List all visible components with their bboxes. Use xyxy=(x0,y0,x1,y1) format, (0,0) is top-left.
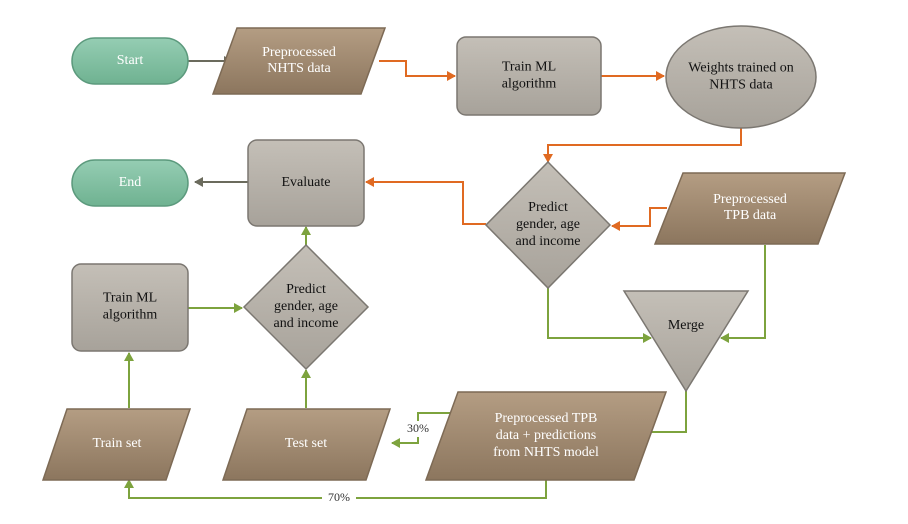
label-line: and income xyxy=(516,234,581,249)
test-set-node[interactable]: Test set xyxy=(221,408,392,481)
split-test-label-bg xyxy=(402,421,434,437)
split-train-label: 70% xyxy=(328,490,350,504)
label-line: Preprocessed xyxy=(262,45,336,60)
label-line: data + predictions xyxy=(496,428,596,443)
edges xyxy=(124,56,766,499)
merge-label: Merge xyxy=(668,318,704,333)
train-ml-top-node[interactable]: Train ML algorithm xyxy=(456,36,602,116)
evaluate-label: Evaluate xyxy=(282,175,331,190)
start-label: Start xyxy=(117,53,144,68)
split-test-label: 30% xyxy=(407,421,429,435)
edge-predict-to-merge xyxy=(547,288,652,343)
end-node[interactable]: End xyxy=(71,159,189,207)
label-line: and income xyxy=(274,316,339,331)
weights-label: Weights trained on NHTS data xyxy=(688,61,793,93)
label-line: Predict xyxy=(286,282,326,297)
tpb-predictions-node[interactable]: Preprocessed TPB data + predictions from N… xyxy=(424,391,668,481)
edge-predict-to-evaluate xyxy=(365,177,486,225)
predict-left-node[interactable]: Predict gender, age and income xyxy=(242,243,370,371)
train-ml-bottom-label: Train ML algorithm xyxy=(103,291,158,323)
label-line: algorithm xyxy=(103,308,158,323)
label-line: algorithm xyxy=(502,77,557,92)
edge-nhts-to-train xyxy=(379,60,456,81)
train-ml-top-label: Train ML algorithm xyxy=(502,60,557,92)
split-train-label-bg xyxy=(322,490,356,506)
edge-tpb-to-merge xyxy=(720,245,766,343)
label-line: End xyxy=(119,175,142,190)
weights-node[interactable]: Weights trained on NHTS data xyxy=(665,25,817,129)
label-line: Train ML xyxy=(103,291,157,306)
merge-node[interactable]: Merge xyxy=(622,290,750,393)
label-line: Weights trained on xyxy=(688,61,793,76)
end-label: End xyxy=(119,175,142,190)
edge-tpb-to-predict xyxy=(611,207,667,231)
test-set-label: Test set xyxy=(285,436,327,451)
predict-right-label: Predict gender, age and income xyxy=(516,200,581,249)
label-line: Predict xyxy=(528,200,568,215)
edge-weights-to-predict xyxy=(543,128,742,163)
tpb-predictions-label: Preprocessed TPB data + predictions from N… xyxy=(493,411,599,460)
train-ml-bottom-node[interactable]: Train ML algorithm xyxy=(71,263,189,352)
label-line: Start xyxy=(117,53,144,68)
train-set-node[interactable]: Train set xyxy=(41,408,192,481)
start-node[interactable]: Start xyxy=(71,37,189,85)
label-line: gender, age xyxy=(274,299,338,314)
predict-left-label: Predict gender, age and income xyxy=(274,282,339,331)
train-set-label: Train set xyxy=(93,436,142,451)
label-line: from NHTS model xyxy=(493,445,599,460)
predict-right-node[interactable]: Predict gender, age and income xyxy=(484,160,612,290)
label-line: Preprocessed xyxy=(713,192,787,207)
label-line: Train ML xyxy=(502,60,556,75)
label-line: TPB data xyxy=(724,208,777,223)
label-line: Merge xyxy=(668,318,704,333)
label-line: gender, age xyxy=(516,217,580,232)
label-line: Evaluate xyxy=(282,175,331,190)
label-line: NHTS data xyxy=(709,78,773,93)
label-line: Train set xyxy=(93,436,142,451)
evaluate-node[interactable]: Evaluate xyxy=(247,139,365,227)
label-line: NHTS data xyxy=(267,61,331,76)
label-line: Test set xyxy=(285,436,327,451)
label-line: Preprocessed TPB xyxy=(495,411,598,426)
